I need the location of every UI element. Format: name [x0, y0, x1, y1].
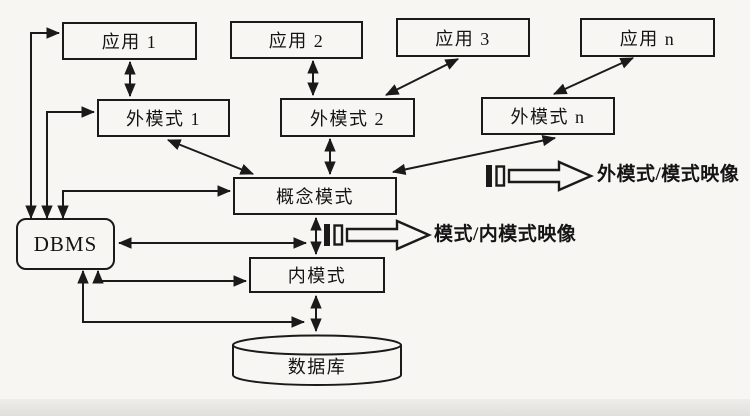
connector-ext1-concept — [166, 139, 255, 175]
node-app-1: 应用 1 — [62, 22, 197, 60]
node-external-schema-n: 外模式 n — [481, 97, 615, 135]
node-app-3: 应用 3 — [396, 18, 530, 57]
connector-dbms-internal — [92, 269, 248, 287]
legend-external-schema-mapping: 外模式/模式映像 — [597, 164, 740, 185]
connector-dbms-app1 — [25, 27, 61, 220]
connector-extn-concept — [391, 134, 557, 176]
connector-appn-extn — [553, 57, 634, 95]
database-cylinder — [232, 334, 402, 386]
node-external-schema-2: 外模式 2 — [280, 98, 415, 137]
cylinder-top — [232, 334, 402, 356]
connector-dbms-concept — [57, 185, 232, 220]
connector-dbms-ext1 — [41, 106, 96, 220]
page-edge-strip — [0, 399, 750, 416]
block-arrow-icon-external-mapping — [486, 160, 594, 192]
legend-schema-internal-mapping: 模式/内模式映像 — [434, 224, 577, 245]
connector-app3-ext2 — [385, 58, 459, 96]
block-arrow-icon-internal-mapping — [324, 219, 432, 251]
node-database-label: 数据库 — [287, 357, 347, 377]
node-app-n: 应用 n — [580, 18, 715, 57]
node-conceptual-schema: 概念模式 — [233, 177, 397, 215]
node-external-schema-1: 外模式 1 — [97, 99, 230, 137]
node-app-2: 应用 2 — [230, 21, 363, 59]
connector-dbms-internal-database-link — [77, 269, 306, 328]
node-internal-schema: 内模式 — [249, 257, 385, 293]
cylinder-body — [232, 345, 402, 386]
node-dbms: DBMS — [16, 218, 115, 270]
